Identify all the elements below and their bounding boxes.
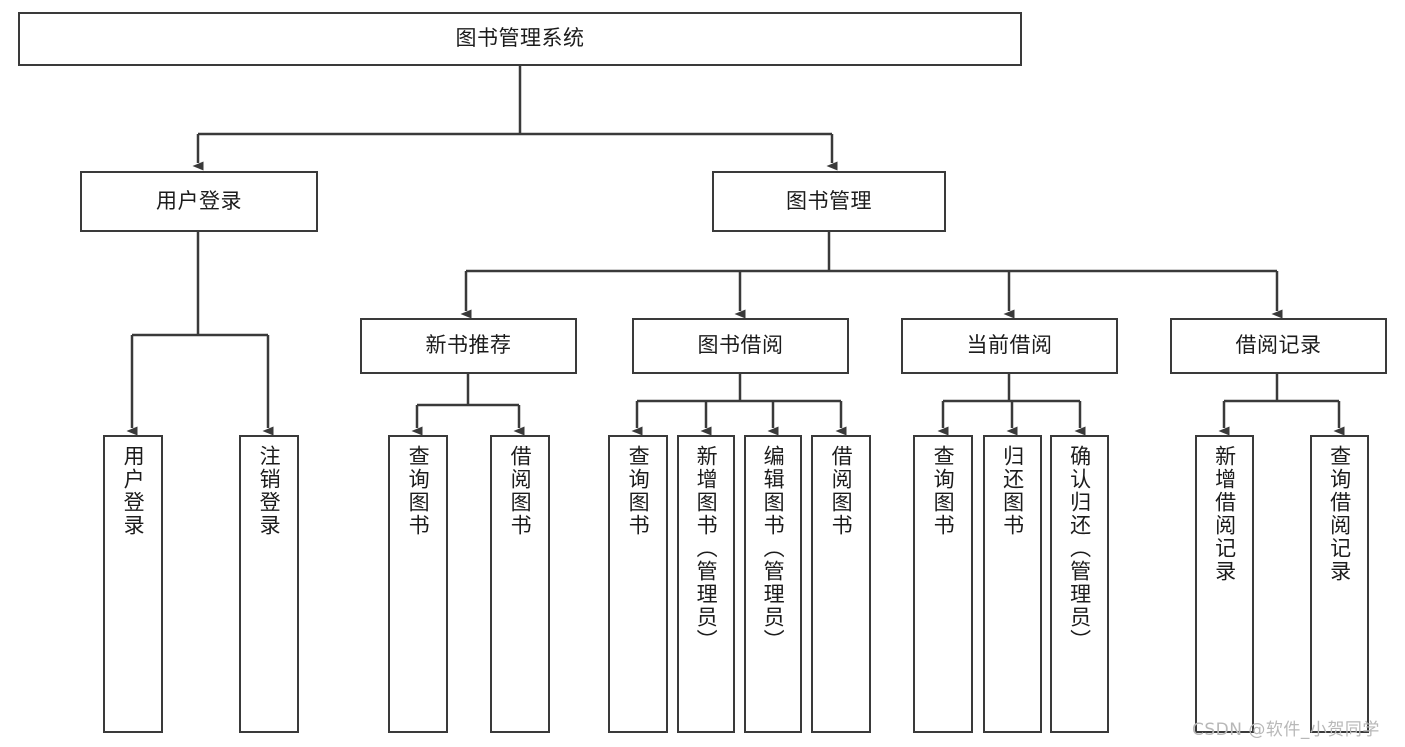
node-label: 查询借阅记录 [1327,445,1352,583]
node-label: 查询图书 [406,445,431,537]
node-label: 借阅记录 [1235,333,1322,358]
leaf-borrow-record-add-record[interactable]: 新增借阅记录 [1195,435,1254,733]
node-label: 图书管理 [786,188,872,213]
node-label: 查询图书 [931,445,956,537]
leaf-book-borrow-query-book[interactable]: 查询图书 [608,435,668,733]
leaf-current-borrow-confirm-return-admin[interactable]: 确认归还（管理员） [1050,435,1109,733]
node-borrow-record[interactable]: 借阅记录 [1170,318,1387,374]
node-new-book-recommend[interactable]: 新书推荐 [360,318,577,374]
node-user-login[interactable]: 用户登录 [80,171,318,232]
leaf-book-borrow-edit-book-admin[interactable]: 编辑图书（管理员） [744,435,802,733]
node-label: 借阅图书 [508,445,533,537]
node-label: 新增借阅记录 [1212,445,1237,583]
leaf-user-login-login[interactable]: 用户登录 [103,435,163,733]
leaf-current-borrow-query-book[interactable]: 查询图书 [913,435,973,733]
node-label: 编辑图书（管理员） [761,445,786,652]
node-label: 借阅图书 [829,445,854,537]
leaf-new-book-query-book[interactable]: 查询图书 [388,435,448,733]
node-label: 图书管理系统 [455,26,585,51]
leaf-book-borrow-borrow-book[interactable]: 借阅图书 [811,435,871,733]
node-label: 确认归还（管理员） [1067,445,1092,652]
node-label: 查询图书 [626,445,651,537]
node-book-borrow[interactable]: 图书借阅 [632,318,849,374]
leaf-new-book-borrow-book[interactable]: 借阅图书 [490,435,550,733]
node-label: 图书借阅 [697,333,784,358]
node-root-book-management-system[interactable]: 图书管理系统 [18,12,1022,66]
leaf-book-borrow-add-book-admin[interactable]: 新增图书（管理员） [677,435,735,733]
node-label: 归还图书 [1000,445,1025,537]
node-label: 新增图书（管理员） [694,445,719,652]
leaf-borrow-record-query-record[interactable]: 查询借阅记录 [1310,435,1369,733]
node-label: 当前借阅 [966,333,1053,358]
node-label: 注销登录 [257,445,282,537]
node-label: 用户登录 [121,445,146,537]
leaf-user-login-logout[interactable]: 注销登录 [239,435,299,733]
node-current-borrow[interactable]: 当前借阅 [901,318,1118,374]
node-label: 用户登录 [156,188,242,213]
node-book-management[interactable]: 图书管理 [712,171,946,232]
node-label: 新书推荐 [425,333,512,358]
leaf-current-borrow-return-book[interactable]: 归还图书 [983,435,1042,733]
